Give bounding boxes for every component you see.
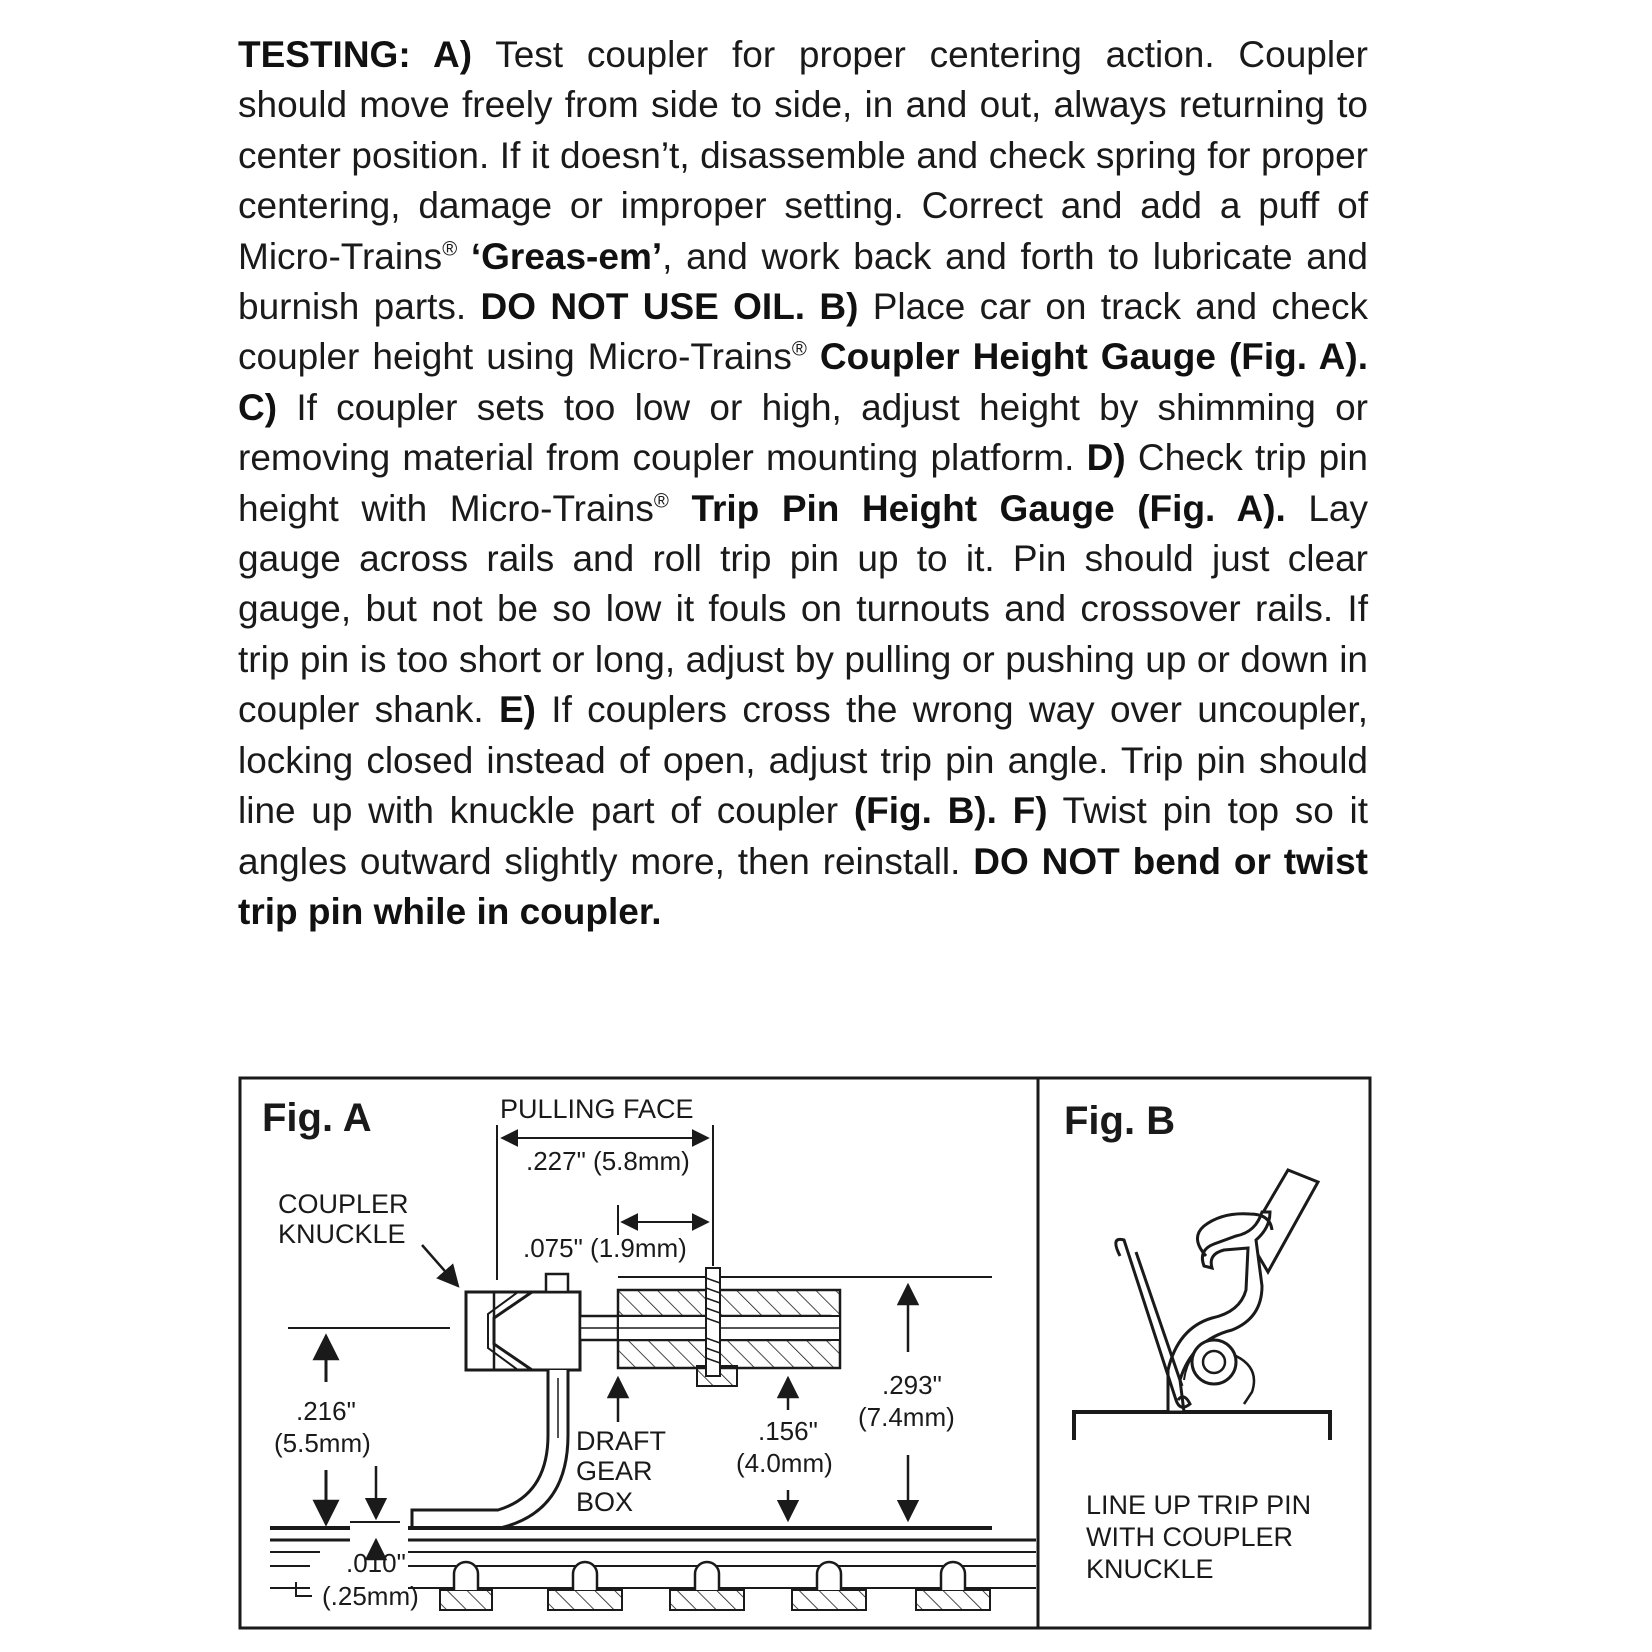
coupler-b xyxy=(1166,1210,1274,1414)
dim-216-label-b: (5.5mm) xyxy=(274,1428,371,1458)
fig-b-caption-2: WITH COUPLER xyxy=(1086,1522,1293,1552)
registered-mark: ® xyxy=(653,490,669,513)
text-part: Twist pin top so it angles outward sligh… xyxy=(238,790,1368,882)
dim-293-label-a: .293" xyxy=(882,1370,942,1400)
coupler-knuckle-label-1: COUPLER xyxy=(278,1189,409,1219)
draft-label-3: BOX xyxy=(576,1487,633,1517)
dim-227-label: .227" (5.8mm) xyxy=(526,1146,690,1176)
coupler-head xyxy=(464,1272,582,1372)
text-part: Check trip pin height with Micro-Trains xyxy=(238,437,1368,529)
dim-293-label-b: (7.4mm) xyxy=(858,1402,955,1432)
fig-a: Fig. A PULLING FACE .227" (5.8mm) .075" … xyxy=(262,1094,1036,1611)
trip-pin-b xyxy=(1246,1168,1321,1276)
heading-testing: TESTING: A) xyxy=(238,34,473,75)
product-trip-gauge: Trip Pin Height Gauge (Fig. A). xyxy=(691,487,1286,529)
figure-frame xyxy=(238,1076,1372,1630)
fig-b-caption-1: LINE UP TRIP PIN xyxy=(1086,1490,1311,1520)
warning-do-not-bend: DO NOT bend or twist trip pin while in c… xyxy=(238,840,1368,932)
warning-no-oil: DO NOT USE OIL. B) xyxy=(480,286,859,328)
product-greas-em: ‘Greas-em’ xyxy=(470,235,663,277)
step-e-label: E) xyxy=(498,689,536,731)
text-part: If couplers cross the wrong way over unc… xyxy=(238,689,1368,832)
fig-b-title: Fig. B xyxy=(1064,1099,1175,1143)
fig-b: Fig. B LINE UP TRIP PIN WITH COUPLER KNU… xyxy=(1064,1099,1332,1584)
fig-b-reference: (Fig. B). F) xyxy=(853,790,1048,832)
dim-010-label-a: .010" xyxy=(346,1548,406,1578)
fig-a-title: Fig. A xyxy=(262,1096,372,1140)
registered-mark: ® xyxy=(791,339,807,362)
text-part: Place car on track and check coupler hei… xyxy=(238,286,1368,378)
dim-010-label-b: (.25mm) xyxy=(322,1581,419,1611)
dim-156-label-a: .156" xyxy=(758,1416,818,1446)
testing-instructions: TESTING: A) Test coupler for proper cent… xyxy=(238,30,1368,937)
dim-216-label-a: .216" xyxy=(296,1396,356,1426)
step-d-label: D) xyxy=(1086,437,1126,479)
text-part: If coupler sets too low or high, adjust … xyxy=(238,386,1368,479)
platform xyxy=(1072,1410,1332,1440)
draft-label-1: DRAFT xyxy=(576,1426,666,1456)
text-part: , and work back and forth to lubricate a… xyxy=(238,235,1368,328)
registered-mark: ® xyxy=(442,238,458,261)
text-part: Test coupler for proper centering action… xyxy=(238,34,1368,277)
centering-spring xyxy=(1114,1237,1192,1409)
draft-gear-box xyxy=(616,1267,842,1387)
fig-b-caption-3: KNUCKLE xyxy=(1086,1554,1214,1584)
pulling-face-label: PULLING FACE xyxy=(500,1094,694,1124)
draft-label-2: GEAR xyxy=(576,1456,653,1486)
text-part: Lay gauge across rails and roll trip pin… xyxy=(238,487,1369,731)
track-rails xyxy=(270,1526,1036,1597)
dim-075-label: .075" (1.9mm) xyxy=(523,1233,687,1263)
rail-ties xyxy=(439,1560,991,1611)
trip-pin xyxy=(410,1370,570,1530)
dim-156-label-b: (4.0mm) xyxy=(736,1448,833,1478)
coupler-knuckle-label-2: KNUCKLE xyxy=(278,1219,406,1249)
product-coupler-gauge: Coupler Height Gauge (Fig. A). C) xyxy=(238,336,1369,428)
